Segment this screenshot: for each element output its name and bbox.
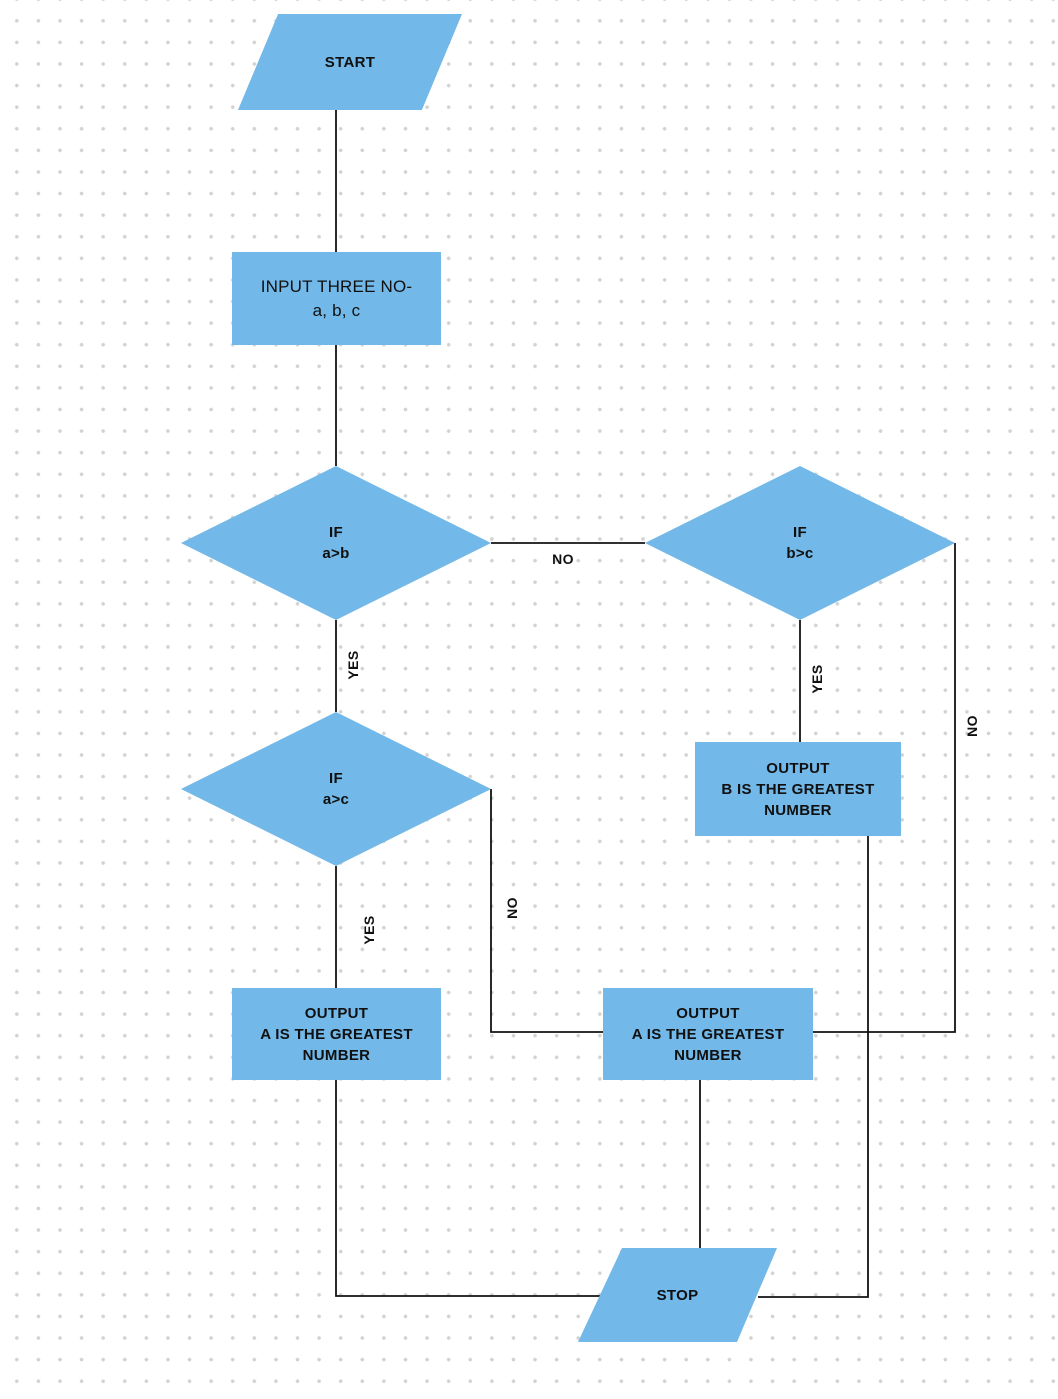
node-decision-b-gt-c-line2: b>c [786,545,814,562]
node-input: INPUT THREE NO- a, b, c [232,252,441,345]
node-decision-a-gt-b-line1: IF [329,524,343,541]
edge-label-yes-a-gt-b: YES [345,650,361,680]
node-output-a-greatest-left: OUTPUT A IS THE GREATEST NUMBER [232,988,441,1080]
node-decision-a-gt-c-line1: IF [329,770,343,787]
node-output-a-center-line2: A IS THE GREATEST [631,1025,785,1043]
node-decision-b-gt-c-line1: IF [793,524,807,541]
node-output-a-left-line3: NUMBER [302,1046,371,1064]
edge-output-a-left-to-stop [335,1080,612,1297]
node-output-a-center-line1: OUTPUT [676,1004,740,1022]
node-output-b-line2: B IS THE GREATEST [721,780,875,798]
node-output-b-line1: OUTPUT [766,759,830,777]
edge-label-no-a-gt-b: NO [552,551,574,567]
node-stop-label: STOP [656,1286,699,1304]
edge-if-ac-no-to-output-a-center [490,789,603,1033]
node-decision-a-gt-b-line2: a>b [322,545,350,562]
node-input-line1: INPUT THREE NO- [260,276,413,296]
node-output-b-line3: NUMBER [764,801,832,819]
edge-output-b-to-stop [758,836,869,1298]
node-output-a-left-line2: A IS THE GREATEST [260,1025,413,1043]
node-start-label: START [324,53,376,71]
edge-label-yes-b-gt-c: YES [809,664,825,694]
node-output-a-center-line3: NUMBER [674,1046,742,1064]
edge-if-bc-no-to-output-a-center [813,543,956,1033]
node-decision-a-gt-c-line2: a>c [322,791,350,808]
node-start: START [238,14,462,110]
node-output-a-greatest-center: OUTPUT A IS THE GREATEST NUMBER [603,988,813,1080]
edge-label-no-a-gt-c: NO [504,897,520,919]
node-input-line2: a, b, c [312,300,361,320]
node-output-b-greatest: OUTPUT B IS THE GREATEST NUMBER [695,742,901,836]
node-output-a-left-line1: OUTPUT [304,1004,369,1022]
edge-label-yes-a-gt-c: YES [361,915,377,945]
edge-label-no-b-gt-c: NO [964,715,980,737]
